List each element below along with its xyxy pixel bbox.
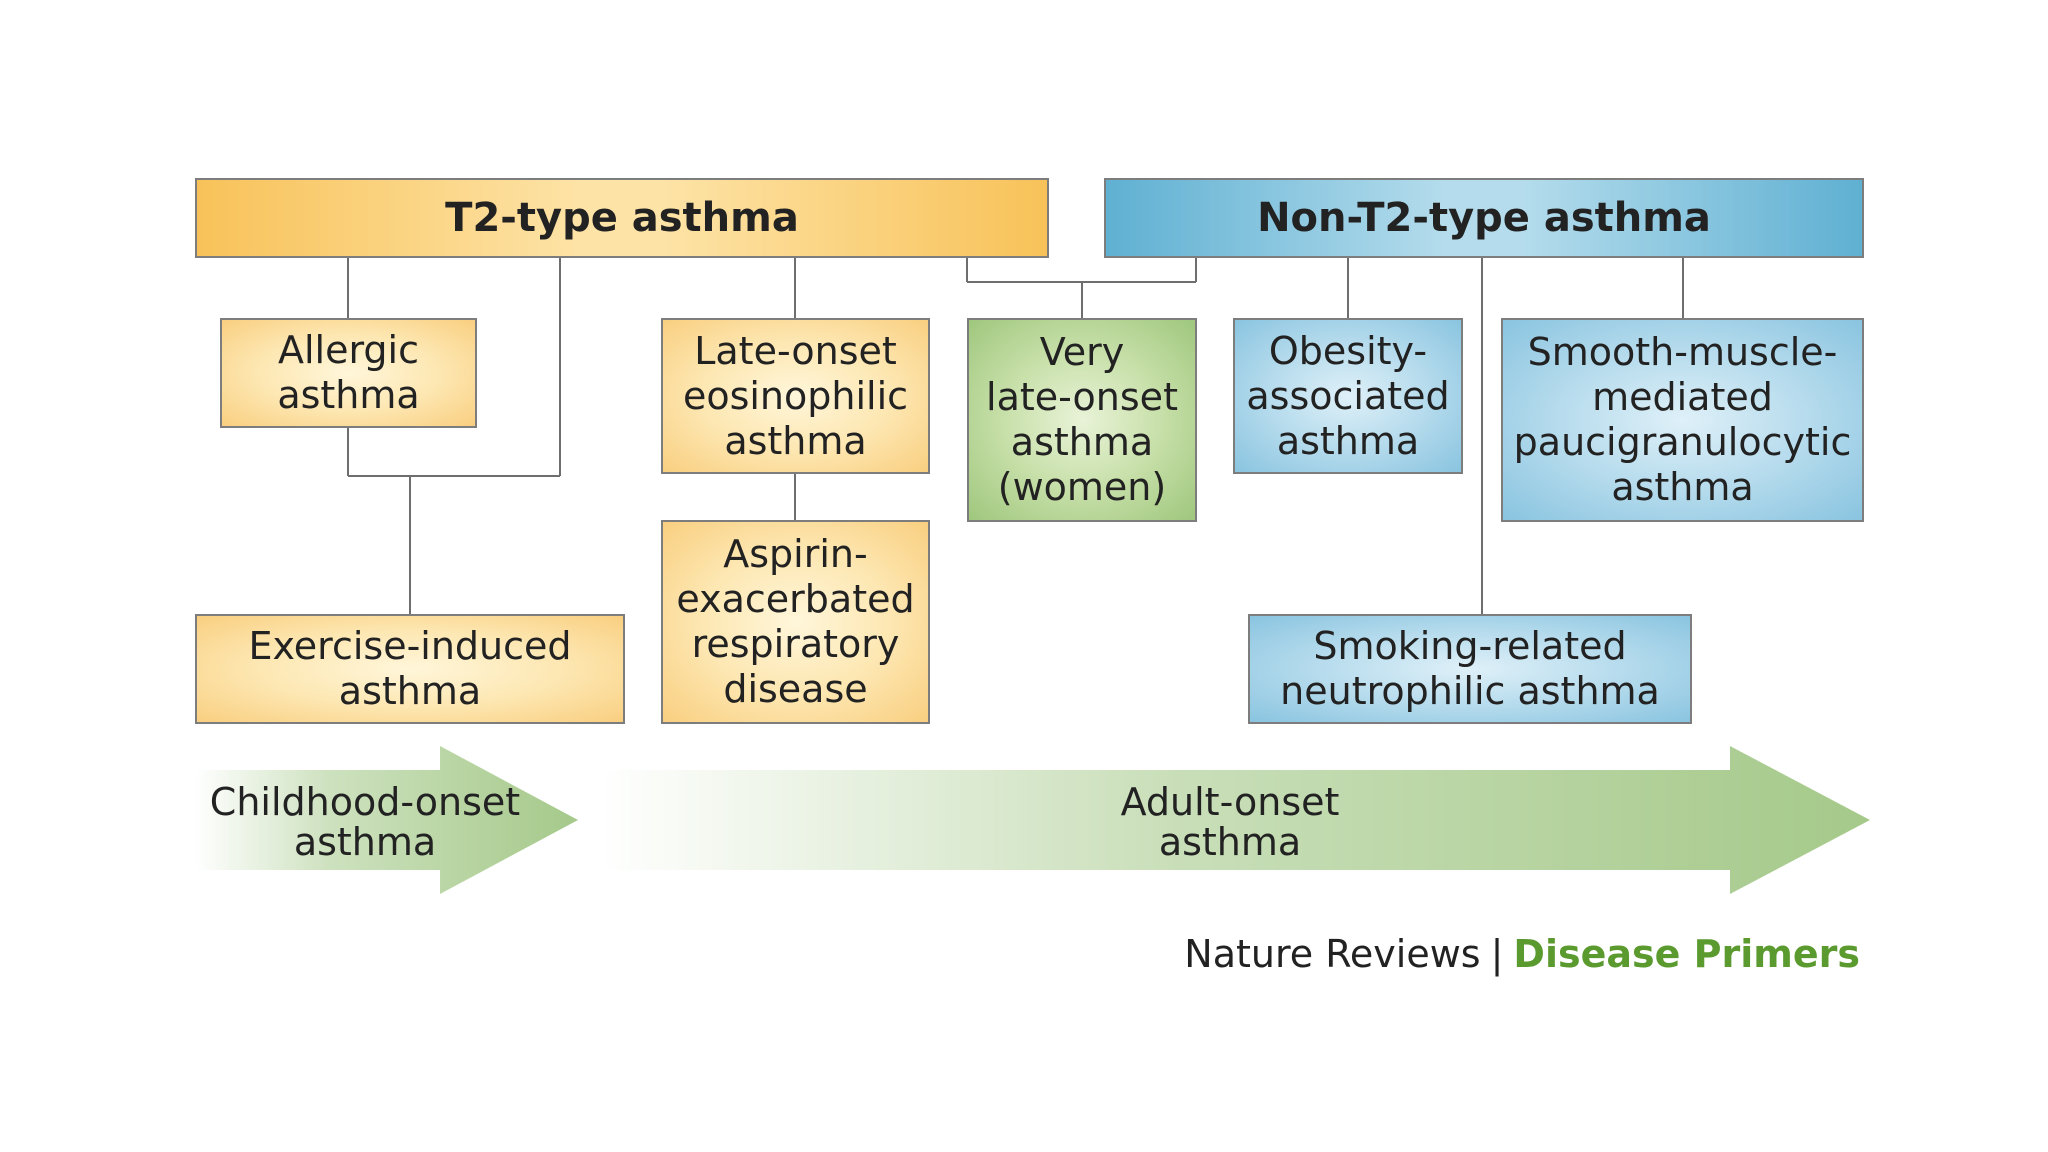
late-onset-eos-line-2: eosinophilic — [682, 373, 909, 418]
adult-onset-arrow — [600, 746, 1870, 894]
very-late-line-2: late-onset — [986, 375, 1178, 419]
very-late-onset-asthma-women-box: Very late-onset asthma (women) — [967, 318, 1197, 522]
smooth-line-4: asthma — [1611, 465, 1754, 509]
credit-separator: | — [1490, 932, 1504, 976]
t2-type-asthma-label: T2-type asthma — [445, 194, 799, 241]
very-late-line-3: asthma — [1010, 420, 1154, 464]
childhood-onset-line-2: asthma — [293, 820, 437, 864]
aspirin-line-3: respiratory — [691, 622, 900, 666]
smoking-related-neutrophilic-asthma-box: Smoking-related neutrophilic asthma — [1248, 614, 1692, 724]
credit-journal: Nature Reviews — [1184, 932, 1481, 976]
obesity-line-1: Obesity- — [1268, 328, 1428, 373]
smoking-line-1: Smoking-related — [1313, 624, 1627, 668]
smoking-line-2: neutrophilic asthma — [1280, 669, 1660, 713]
adult-onset-label: Adult-onset asthma — [1070, 782, 1390, 862]
very-late-line-4: (women) — [997, 465, 1167, 509]
adult-onset-line-1: Adult-onset — [1120, 780, 1340, 824]
non-t2-type-asthma-header: Non-T2-type asthma — [1104, 178, 1864, 258]
adult-onset-line-2: asthma — [1158, 820, 1302, 864]
exercise-induced-line-2: asthma — [338, 669, 482, 713]
obesity-line-3: asthma — [1276, 418, 1420, 463]
smooth-line-2: mediated — [1592, 375, 1773, 419]
credit-series: Disease Primers — [1513, 932, 1860, 976]
late-onset-eos-line-1: Late-onset — [694, 328, 897, 373]
aspirin-line-1: Aspirin- — [723, 532, 868, 576]
t2-type-asthma-header: T2-type asthma — [195, 178, 1049, 258]
late-onset-eos-line-3: asthma — [724, 418, 867, 463]
late-onset-eosinophilic-asthma-box: Late-onset eosinophilic asthma — [661, 318, 930, 474]
allergic-asthma-line-2: asthma — [277, 373, 420, 417]
smooth-muscle-paucigranulocytic-asthma-box: Smooth-muscle- mediated paucigranulocyti… — [1501, 318, 1864, 522]
allergic-asthma-line-1: Allergic — [277, 328, 419, 372]
childhood-onset-arrow — [195, 746, 578, 894]
obesity-line-2: associated — [1246, 373, 1450, 418]
obesity-associated-asthma-box: Obesity- associated asthma — [1233, 318, 1463, 474]
non-t2-type-asthma-label: Non-T2-type asthma — [1257, 194, 1711, 241]
childhood-onset-line-1: Childhood-onset — [209, 780, 521, 824]
exercise-induced-asthma-box: Exercise-induced asthma — [195, 614, 625, 724]
aspirin-line-2: exacerbated — [676, 577, 915, 621]
figure-credit: Nature Reviews|Disease Primers — [1184, 932, 1860, 976]
exercise-induced-line-1: Exercise-induced — [248, 624, 572, 668]
childhood-onset-label: Childhood-onset asthma — [205, 782, 525, 862]
allergic-asthma-box: Allergic asthma — [220, 318, 477, 428]
aspirin-line-4: disease — [723, 667, 868, 711]
very-late-line-1: Very — [1039, 330, 1125, 374]
smooth-line-1: Smooth-muscle- — [1527, 330, 1838, 374]
aspirin-exacerbated-respiratory-disease-box: Aspirin- exacerbated respiratory disease — [661, 520, 930, 724]
smooth-line-3: paucigranulocytic — [1513, 420, 1852, 464]
